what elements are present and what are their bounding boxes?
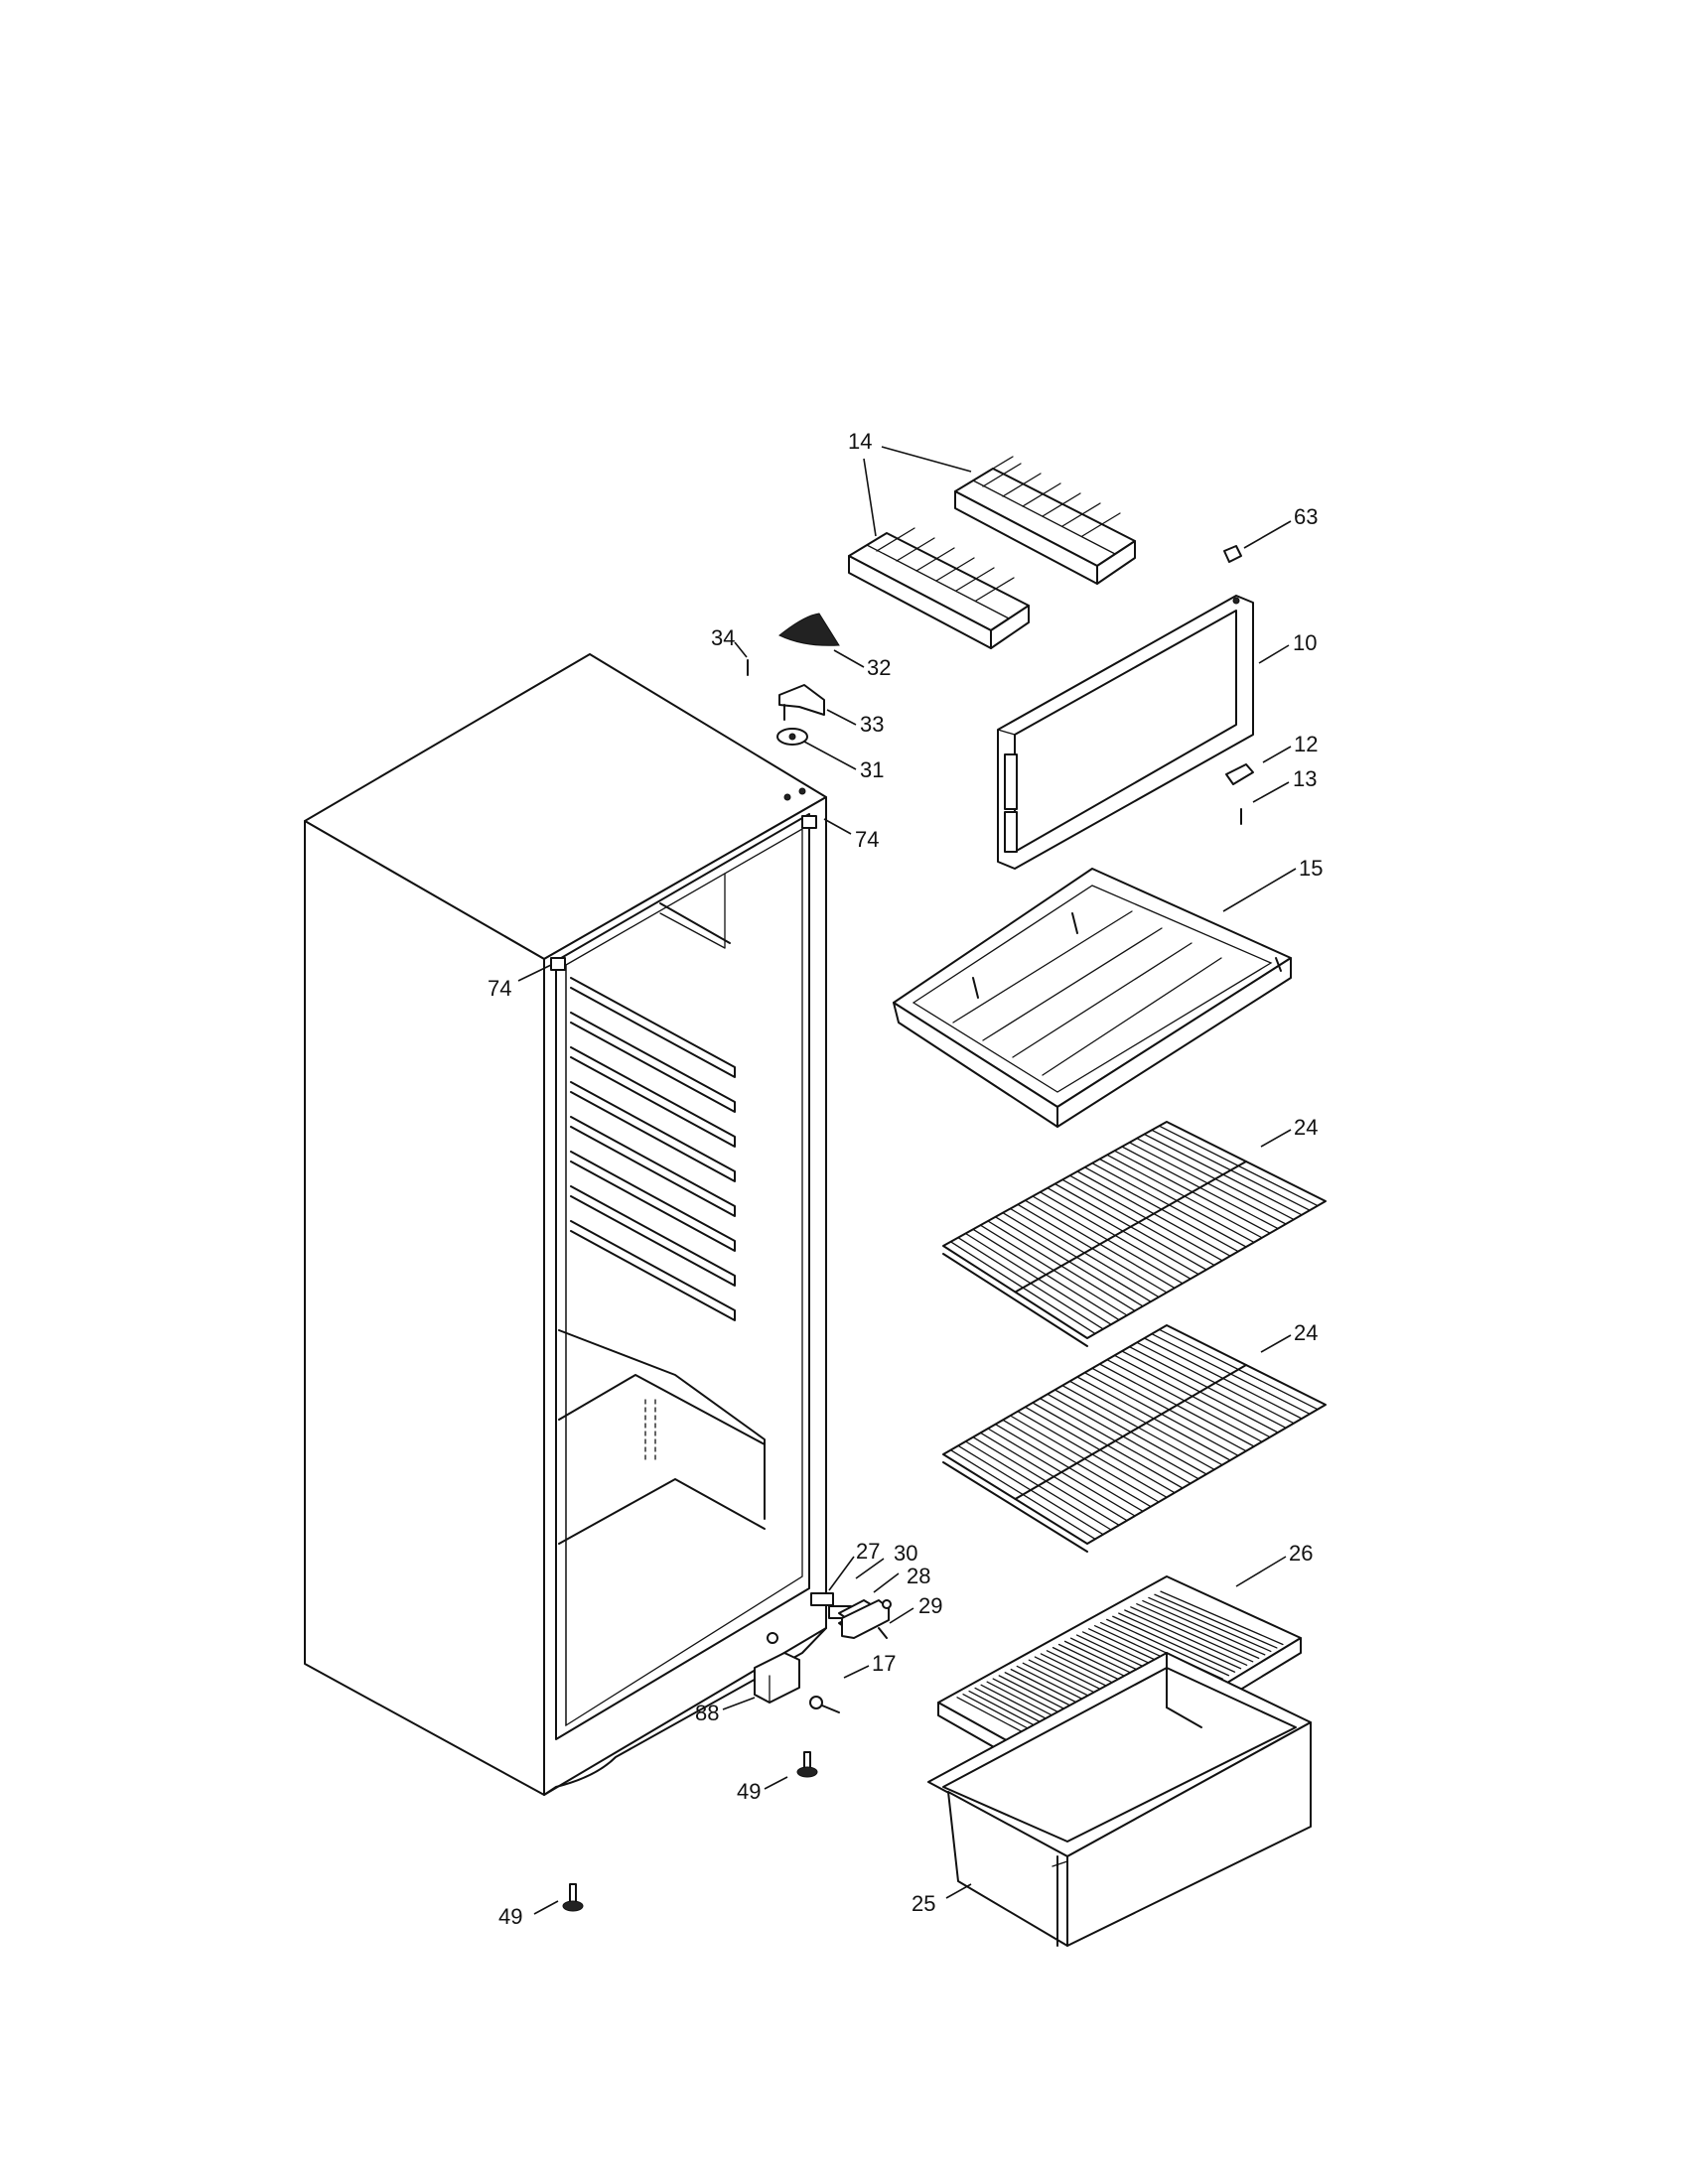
door-stop-63 (1223, 545, 1242, 563)
leveling-leg-49-a (796, 1751, 818, 1778)
lower-hinge-parts (838, 1599, 892, 1639)
callout-63: 63 (1294, 504, 1318, 529)
shelf-supports (570, 977, 736, 1321)
ice-tray-lower (848, 527, 1030, 649)
callout-26: 26 (1289, 1541, 1313, 1566)
hinge-parts-top (747, 613, 840, 746)
callout-32: 32 (867, 655, 891, 680)
ice-trays (848, 456, 1136, 649)
wire-shelf-upper (942, 1121, 1327, 1347)
callout-29: 29 (918, 1593, 942, 1618)
callout-15: 15 (1299, 856, 1323, 881)
callout-34: 34 (711, 625, 735, 650)
callout-28: 28 (907, 1564, 930, 1588)
door-latch-12 (1225, 763, 1254, 785)
callout-24-upper: 24 (1294, 1115, 1318, 1140)
part-17 (809, 1696, 840, 1713)
leveling-leg-49-b (562, 1883, 584, 1912)
callout-33: 33 (860, 712, 884, 737)
crisper-pan (927, 1652, 1312, 1947)
callout-17: 17 (872, 1651, 896, 1676)
callout-49-center: 49 (737, 1779, 761, 1804)
refrigerator-cabinet (304, 653, 852, 1796)
ice-tray-upper (954, 456, 1136, 585)
bracket-88 (754, 1652, 800, 1704)
callout-30: 30 (894, 1541, 917, 1566)
freezer-door (997, 595, 1254, 870)
callout-49-left: 49 (498, 1904, 522, 1929)
wire-shelf-lower (942, 1324, 1327, 1553)
callout-27: 27 (856, 1539, 880, 1564)
callout-10: 10 (1293, 630, 1317, 655)
callout-24-lower: 24 (1294, 1320, 1318, 1345)
callout-labels: 14 63 10 34 32 33 31 12 13 74 74 15 24 2… (488, 429, 1323, 1929)
callout-88: 88 (695, 1701, 719, 1725)
callout-74-right: 74 (855, 827, 879, 852)
callout-31: 31 (860, 757, 884, 782)
callout-13: 13 (1293, 766, 1317, 791)
callout-14: 14 (848, 429, 872, 454)
leader-lines (517, 446, 1297, 1915)
freezer-tray (893, 868, 1292, 1128)
callout-12: 12 (1294, 732, 1318, 756)
callout-25: 25 (912, 1891, 935, 1916)
callout-74-left: 74 (488, 976, 511, 1001)
